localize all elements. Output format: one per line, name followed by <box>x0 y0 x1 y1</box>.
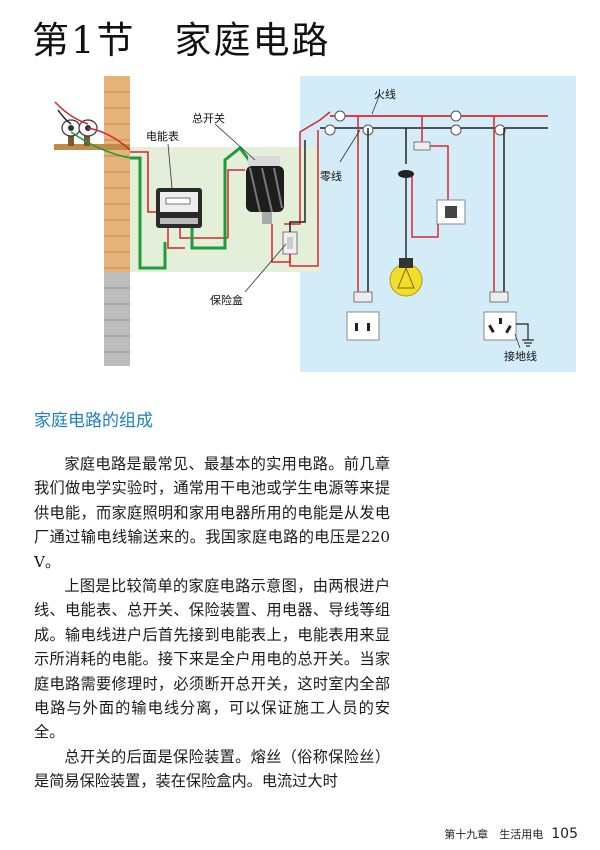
section-heading: 家庭电路的组成 <box>34 411 153 431</box>
main-switch <box>246 156 284 224</box>
circuit-illustration <box>54 76 576 372</box>
live-wire-label: 火线 <box>374 88 396 101</box>
main-switch-label: 总开关 <box>192 112 225 125</box>
wall-switch <box>436 199 466 225</box>
electric-meter <box>156 188 228 250</box>
page-number: 105 <box>551 826 578 842</box>
insulator-bracket <box>54 101 131 159</box>
paragraph: 家庭电路是最常见、最基本的实用电路。前几章我们做电学实验时，通常用干电池或学生电… <box>34 455 390 571</box>
ground-wire-label: 接地线 <box>504 350 537 363</box>
fuse-box <box>271 111 331 267</box>
light-bulb <box>389 258 423 297</box>
paragraph: 总开关的后面是保险装置。熔丝（俗称保险丝）是简易保险装置，装在保险盒内。电流过大… <box>34 747 390 791</box>
neutral-wire-label: 零线 <box>320 170 342 183</box>
chapter-title: 第十九章 生活用电 <box>444 828 544 841</box>
socket-right <box>483 311 517 341</box>
meter-label: 电能表 <box>146 130 179 143</box>
fuse-box-label: 保险盒 <box>210 294 243 307</box>
brick-wall <box>104 76 130 366</box>
household-circuit-diagram: 电能表 总开关 保险盒 火线 零线 接地线 <box>0 72 600 377</box>
paragraph: 上图是比较简单的家庭电路示意图，由两根进户线、电能表、总开关、保险装置、用电器、… <box>34 577 390 742</box>
body-text: 家庭电路是最常见、最基本的实用电路。前几章我们做电学实验时，通常用干电池或学生电… <box>34 452 390 794</box>
socket-left <box>346 311 380 341</box>
page-title: 第1节 家庭电路 <box>32 19 331 62</box>
page-footer: 第十九章 生活用电 105 <box>444 826 578 842</box>
ground-symbol-icon <box>522 339 534 347</box>
